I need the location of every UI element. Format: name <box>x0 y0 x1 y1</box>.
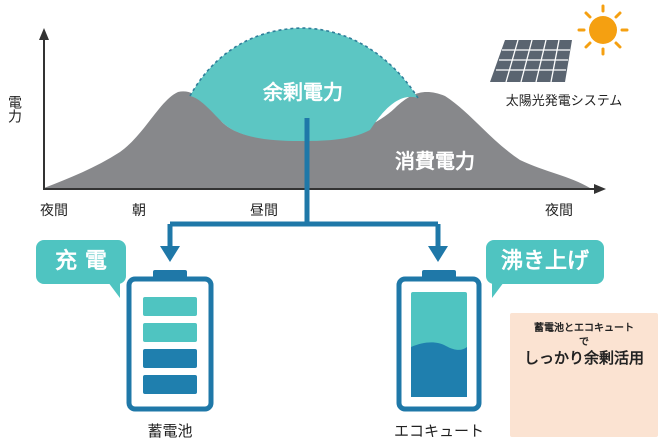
arrow-to-ecocute <box>428 246 448 262</box>
boil-callout: 沸き上げ <box>486 240 604 298</box>
x-axis-arrow <box>594 184 606 194</box>
time-label-morning: 朝 <box>132 203 146 219</box>
arrow-to-battery <box>160 246 180 262</box>
sun-icon <box>577 4 629 56</box>
solar-system-label: 太陽光発電システム <box>505 94 623 109</box>
surplus-area <box>190 28 418 141</box>
time-label-night-start: 夜間 <box>40 203 68 219</box>
y-axis-label: 電力 <box>6 95 22 123</box>
battery-icon <box>126 270 214 412</box>
surplus-power-label: 余剰電力 <box>263 80 343 104</box>
solar-panel-icon <box>490 39 572 83</box>
ecocute-label: エコキュート <box>393 422 484 440</box>
battery-label: 蓄電池 <box>147 422 193 440</box>
consumption-power-label: 消費電力 <box>395 149 475 173</box>
y-axis-arrow <box>39 28 49 40</box>
promo-box: 蓄電池とエコキュート で しっかり余剰活用 <box>510 313 658 437</box>
time-label-daytime: 昼間 <box>250 203 278 219</box>
charge-callout: 充 電 <box>36 240 126 298</box>
promo-line-1: 蓄電池とエコキュート <box>534 323 634 334</box>
flow-lines <box>167 118 441 250</box>
ecocute-tank-icon <box>396 270 482 412</box>
time-label-night-end: 夜間 <box>545 203 573 219</box>
promo-line-2: で <box>579 337 589 348</box>
promo-line-3: しっかり余剰活用 <box>523 349 644 367</box>
